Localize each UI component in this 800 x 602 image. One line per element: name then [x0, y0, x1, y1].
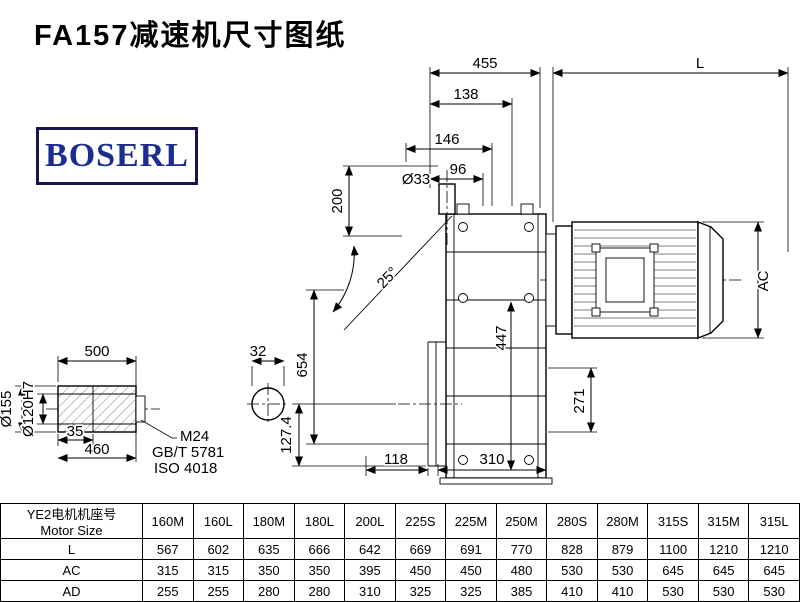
dimension-annotations: 455 L 138 146 96 Ø33 200 25° 654: [0, 53, 789, 479]
table-cell: 395: [344, 559, 396, 581]
dim-L-label: L: [696, 55, 704, 72]
dim-654-label: 654: [294, 352, 311, 377]
table-cell: 530: [596, 559, 649, 581]
table-cell: 325: [394, 580, 447, 602]
column-header: 280M: [596, 503, 649, 539]
column-header: 160L: [192, 503, 245, 539]
table-cell: 530: [697, 580, 750, 602]
table-row-AD: AD 255 255 280 280 310 325 325 385 410 4…: [0, 580, 800, 602]
brand-logo: BOSERL: [36, 127, 198, 185]
table-row-AC: AC 315 315 350 350 395 450 450 480 530 5…: [0, 559, 800, 581]
column-header: 160M: [142, 503, 194, 539]
table-cell: 280: [243, 580, 295, 602]
column-header: 315L: [748, 503, 800, 539]
table-cell: 530: [748, 580, 800, 602]
table-cell: 879: [596, 538, 649, 560]
table-cell: 480: [495, 559, 548, 581]
header-cn: YE2电机机座号: [26, 507, 117, 522]
table-cell: 280: [293, 580, 346, 602]
header-en: Motor Size: [40, 523, 103, 538]
dim-32-label: 32: [250, 343, 267, 360]
table-cell: 255: [142, 580, 194, 602]
row-label: AD: [0, 580, 143, 602]
shaft-cross-section-drawing: [247, 383, 289, 425]
table-header-row: YE2电机机座号 Motor Size 160M 160L 180M 180L …: [0, 503, 800, 539]
column-header: 280S: [546, 503, 598, 539]
dim-455-label: 455: [472, 55, 497, 72]
dim-25deg-label: 25°: [374, 264, 402, 292]
column-header: 250M: [495, 503, 548, 539]
table-cell: 410: [546, 580, 598, 602]
dim-200-label: 200: [329, 188, 346, 213]
table-cell: 828: [546, 538, 598, 560]
standard-gbt-label: GB/T 5781: [152, 444, 224, 461]
dim-AC-label: AC: [755, 270, 772, 291]
output-shaft-detail-drawing: [46, 385, 177, 439]
dim-35-label: 35: [67, 423, 84, 440]
table-cell: 350: [293, 559, 346, 581]
motor-drawing: [540, 220, 742, 340]
table-cell: 642: [344, 538, 396, 560]
dim-500-label: 500: [84, 343, 109, 360]
table-cell: 450: [394, 559, 447, 581]
table-cell: 1210: [697, 538, 750, 560]
table-cell: 770: [495, 538, 548, 560]
column-header: 315M: [697, 503, 750, 539]
brand-logo-text: BOSERL: [45, 137, 189, 174]
table-cell: 410: [596, 580, 649, 602]
gearbox-housing-drawing: [398, 170, 553, 485]
motor-size-table: YE2电机机座号 Motor Size 160M 160L 180M 180L …: [0, 503, 800, 602]
table-cell: 567: [142, 538, 194, 560]
dim-shaft-diameter-label: Ø33: [402, 171, 430, 188]
table-cell: 315: [192, 559, 245, 581]
table-cell: 450: [445, 559, 497, 581]
column-header: 315S: [647, 503, 699, 539]
table-cell: 385: [495, 580, 548, 602]
table-cell: 669: [394, 538, 447, 560]
table-row-L: L 567 602 635 666 642 669 691 770 828 87…: [0, 538, 800, 560]
dimension-drawing: 455 L 138 146 96 Ø33 200 25° 654: [0, 53, 789, 485]
dim-447-label: 447: [493, 325, 510, 350]
column-header: 225M: [445, 503, 497, 539]
column-header: 180M: [243, 503, 295, 539]
dim-460-label: 460: [84, 441, 109, 458]
standard-iso-label: ISO 4018: [154, 460, 217, 477]
page-title: FA157减速机尺寸图纸: [34, 20, 347, 52]
dim-127-4-label: 127.4: [278, 416, 295, 454]
table-cell: 635: [243, 538, 295, 560]
column-header: 225S: [394, 503, 447, 539]
table-cell: 602: [192, 538, 245, 560]
dim-bore-diameter-label: Ø120H7: [20, 381, 37, 437]
table-cell: 310: [344, 580, 396, 602]
table-cell: 645: [697, 559, 750, 581]
dim-96-label: 96: [450, 161, 467, 178]
table-cell: 645: [647, 559, 699, 581]
dim-118-label: 118: [384, 451, 408, 468]
table-cell: 666: [293, 538, 346, 560]
table-cell: 691: [445, 538, 497, 560]
thread-callout-label: M24: [180, 428, 209, 445]
column-header: 180L: [293, 503, 346, 539]
table-cell: 255: [192, 580, 245, 602]
table-cell: 350: [243, 559, 295, 581]
table-cell: 315: [142, 559, 194, 581]
row-label: AC: [0, 559, 143, 581]
table-cell: 325: [445, 580, 497, 602]
table-cell: 530: [647, 580, 699, 602]
table-cell: 645: [748, 559, 800, 581]
dim-271-label: 271: [571, 388, 588, 413]
dim-146-label: 146: [434, 131, 459, 148]
dim-310-label: 310: [479, 451, 504, 468]
column-header: 200L: [344, 503, 396, 539]
table-cell: 1210: [748, 538, 800, 560]
row-label: L: [0, 538, 143, 560]
dim-138-label: 138: [453, 86, 478, 103]
table-cell: 530: [546, 559, 598, 581]
table-corner-header: YE2电机机座号 Motor Size: [0, 503, 143, 539]
table-cell: 1100: [647, 538, 699, 560]
dim-hub-diameter-label: Ø155: [0, 391, 15, 428]
